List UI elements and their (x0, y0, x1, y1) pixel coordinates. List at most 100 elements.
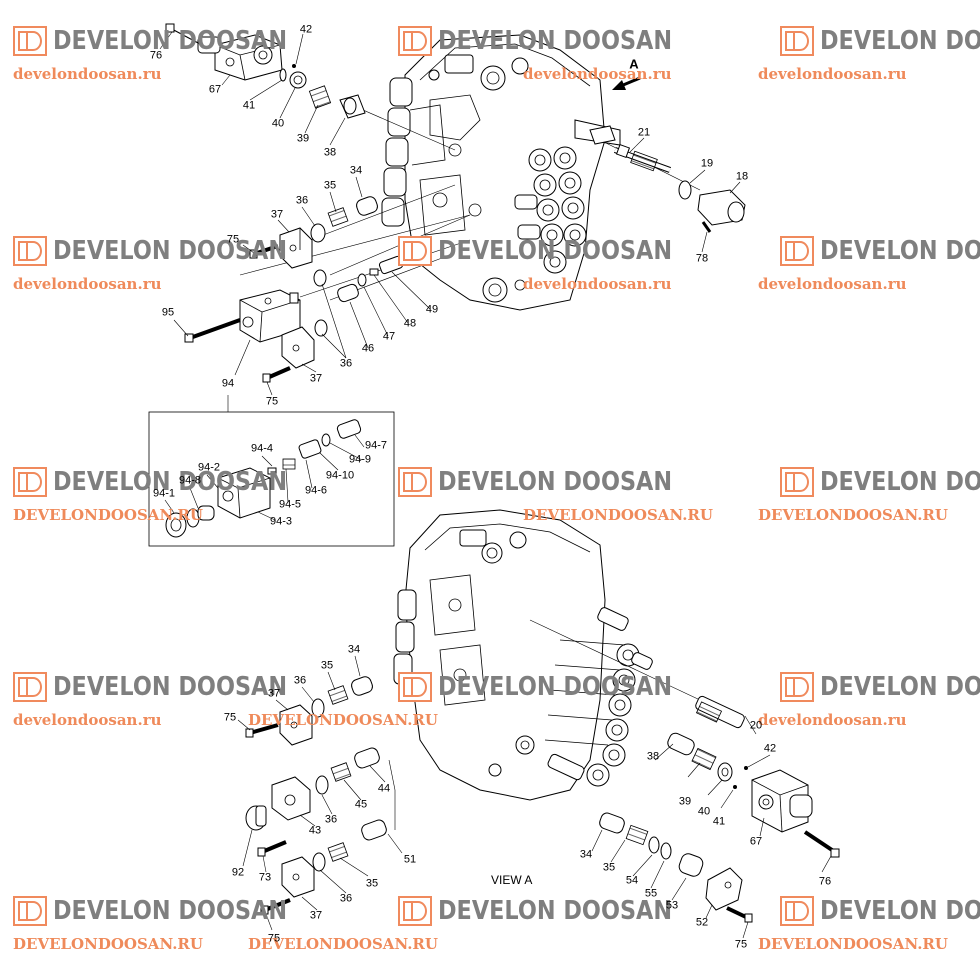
url-text: develondoosan.ru (758, 711, 907, 729)
part-40-bottom (717, 762, 733, 782)
bottom-leaders (237, 655, 832, 939)
callout-94-3: 94-3 (269, 515, 293, 528)
callout-21: 21 (637, 126, 651, 139)
screw-78 (701, 221, 712, 233)
callout-94-2: 94-2 (197, 461, 221, 474)
watermark-top-center: DEVELON DOOSAN develondoosan.ru (398, 26, 710, 83)
part-40-top (289, 71, 307, 89)
callout-38-bottom: 38 (646, 750, 660, 763)
part-51 (361, 819, 387, 841)
bolt-75-bottom-a (245, 723, 279, 738)
watermark-row3-right: DEVELON DOOSAN DEVELONDOOSAN.RU (758, 467, 980, 524)
part-38-top (339, 94, 366, 119)
callout-36-bottom-a: 36 (293, 674, 307, 687)
bolt-75-top-a (249, 244, 279, 259)
callout-53: 53 (665, 899, 679, 912)
callout-67-top: 67 (208, 83, 222, 96)
oring-36-top-b (313, 269, 327, 287)
url-text: DEVELONDOOSAN.RU (523, 506, 713, 524)
view-arrow-a (612, 76, 641, 90)
watermark-row2-left: DEVELON DOOSAN develondoosan.ru (13, 236, 325, 293)
callout-54: 54 (625, 874, 639, 887)
oring-36-top-a (310, 223, 326, 243)
bottom-valve-body (393, 509, 653, 801)
callout-36-top-a: 36 (295, 194, 309, 207)
callout-94: 94 (221, 377, 235, 390)
callout-36-bottom-b: 36 (324, 813, 338, 826)
url-text: develondoosan.ru (758, 65, 907, 83)
brand-text: DEVELON DOOSAN (438, 896, 673, 926)
watermark-row4-center: DEVELON DOOSAN DEVELONDOOSAN.RU (248, 672, 710, 729)
spring-39-top (308, 85, 332, 109)
callout-34-top: 34 (349, 164, 363, 177)
cap-52 (705, 867, 743, 911)
callout-37-top-a: 37 (270, 208, 284, 221)
watermark-row2-right: DEVELON DOOSAN develondoosan.ru (758, 236, 980, 293)
callout-39-top: 39 (296, 132, 310, 145)
callout-36-top-b: 36 (339, 357, 353, 370)
spring-45 (330, 762, 352, 782)
develon-logo-icon (780, 896, 814, 926)
bolt-73 (257, 840, 287, 857)
develon-logo-icon (780, 672, 814, 702)
callout-35-top: 35 (323, 179, 337, 192)
callout-75-top-a: 75 (226, 233, 240, 246)
callout-40-bottom: 40 (697, 805, 711, 818)
callout-55: 55 (644, 887, 658, 900)
develon-logo-icon (780, 467, 814, 497)
watermark-top-left: DEVELON DOOSAN develondoosan.ru (13, 26, 325, 83)
oring-36-bottom-b (315, 775, 329, 795)
url-text: DEVELONDOOSAN.RU (248, 711, 438, 729)
callout-35-bottom-c: 35 (365, 877, 379, 890)
oring-54 (648, 836, 660, 854)
callout-42-top: 42 (299, 23, 313, 36)
bolt-76-top (165, 23, 201, 45)
callout-41-bottom: 41 (712, 815, 726, 828)
callout-92: 92 (231, 866, 245, 879)
callout-45: 45 (354, 798, 368, 811)
callout-94-9: 94-9 (348, 453, 372, 466)
callout-40-top: 40 (271, 117, 285, 130)
plug-92 (245, 805, 267, 831)
develon-logo-icon (13, 672, 47, 702)
watermark-row2-center: DEVELON DOOSAN develondoosan.ru (398, 236, 710, 293)
spring-35-bottom-b (327, 842, 349, 862)
callout-51: 51 (403, 853, 417, 866)
brand-text: DEVELON DOOSAN (820, 467, 980, 497)
brand-text: DEVELON DOOSAN (438, 467, 673, 497)
callout-48: 48 (403, 317, 417, 330)
detail-box-94 (148, 411, 395, 547)
oring-19 (678, 180, 692, 200)
spring-35-bottom-c (625, 824, 649, 846)
bolt-95 (184, 318, 241, 343)
part-34-top (356, 196, 378, 216)
develon-logo-icon (780, 236, 814, 266)
develon-logo-icon (780, 26, 814, 56)
develon-logo-icon (13, 236, 47, 266)
callout-52: 52 (695, 916, 709, 929)
brand-text: DEVELON DOOSAN (820, 896, 980, 926)
bolt-75-bottom-c (726, 906, 753, 923)
brand-text: DEVELON DOOSAN (53, 896, 288, 926)
cap-18 (697, 189, 746, 226)
bolt-76-bottom (803, 830, 840, 858)
develon-logo-icon (398, 236, 432, 266)
url-text: DEVELONDOOSAN.RU (758, 506, 948, 524)
watermark-top-right: DEVELON DOOSAN develondoosan.ru (758, 26, 980, 83)
part-67-top (197, 34, 283, 81)
bolt-75-bottom-b (260, 898, 291, 915)
callout-43: 43 (308, 824, 322, 837)
brand-text: DEVELON DOOSAN (53, 467, 288, 497)
part-53 (678, 853, 704, 877)
url-text: develondoosan.ru (758, 275, 907, 293)
brand-text: DEVELON DOOSAN (53, 236, 288, 266)
callout-38-top: 38 (323, 146, 337, 159)
spring-35-bottom-a (327, 685, 349, 705)
callout-75-bottom-c: 75 (734, 938, 748, 951)
callout-37-bottom-b: 37 (309, 909, 323, 922)
callout-44: 44 (377, 782, 391, 795)
url-text: DEVELONDOOSAN.RU (248, 935, 438, 953)
part-41-top (279, 68, 287, 82)
url-text: develondoosan.ru (523, 275, 672, 293)
url-text: DEVELONDOOSAN.RU (13, 506, 203, 524)
